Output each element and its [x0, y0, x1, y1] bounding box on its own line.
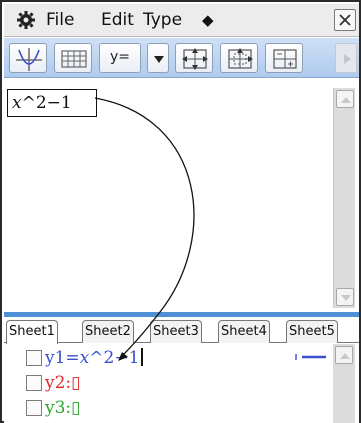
type-dropdown-button[interactable]: [147, 43, 169, 73]
zoom-box-button[interactable]: [175, 43, 213, 73]
diamond-menu-icon[interactable]: ◆: [202, 11, 214, 29]
function-y2-text[interactable]: y2:▯: [45, 372, 81, 394]
function-y3-prefix: y3:: [45, 398, 72, 418]
graph-window-button[interactable]: [9, 43, 47, 73]
graph-window-icon: [16, 48, 42, 71]
checkbox-y2[interactable]: [26, 375, 42, 391]
function-y2-prefix: y2:: [45, 373, 72, 393]
y-equals-label: y=: [109, 49, 130, 65]
menu-file[interactable]: File: [46, 10, 75, 30]
checkbox-y1[interactable]: [26, 350, 42, 366]
table-icon: [61, 50, 87, 68]
function-y1-rest: ^2−1: [89, 348, 140, 368]
menu-edit[interactable]: Edit: [101, 10, 134, 30]
menu-bar: File Edit Type ◆: [4, 4, 359, 37]
checkbox-y3[interactable]: [26, 400, 42, 416]
workspace-scrollbar[interactable]: [333, 88, 355, 308]
zoom-box-icon: [182, 48, 208, 70]
toolbar: y=: [4, 38, 359, 78]
scroll-up-button[interactable]: [336, 90, 354, 108]
toolbar-scroll-right[interactable]: [335, 43, 357, 73]
chevron-right-icon: [344, 54, 351, 64]
function-list-scroll-up[interactable]: [335, 346, 353, 364]
function-row-y3[interactable]: y3:▯: [4, 396, 334, 420]
y-equals-button[interactable]: y=: [99, 43, 141, 73]
text-cursor: [141, 348, 144, 366]
function-row-y2[interactable]: y2:▯: [4, 371, 334, 395]
scroll-down-button[interactable]: [336, 288, 354, 306]
table-button[interactable]: [54, 43, 92, 73]
function-list-scrollbar[interactable]: [333, 344, 355, 423]
function-y3-empty: ▯: [71, 398, 81, 418]
function-y1-text[interactable]: y1=x^2−1: [45, 347, 144, 369]
chevron-up-icon: [341, 97, 351, 103]
chevron-up-icon: [340, 353, 350, 359]
expression-rest: ^2−1: [21, 93, 72, 113]
tab-sheet1[interactable]: Sheet1: [6, 320, 58, 344]
function-y1-prefix: y1=: [45, 348, 80, 368]
function-y1-variable: x: [79, 348, 90, 368]
expression-variable: x: [12, 93, 22, 113]
function-list: y1=x^2−1 y2:▯ y3:▯: [4, 344, 359, 423]
graph-table-split-icon: [273, 49, 297, 69]
close-button[interactable]: [334, 9, 356, 31]
graph-workspace[interactable]: x^2−1: [4, 80, 359, 312]
dropdown-arrow-icon: [154, 56, 164, 63]
function-y2-empty: ▯: [71, 373, 81, 393]
gear-icon[interactable]: [16, 10, 36, 30]
function-row-y1[interactable]: y1=x^2−1: [4, 346, 334, 370]
chevron-down-icon: [341, 295, 351, 301]
tab-sheet2[interactable]: Sheet2: [82, 320, 134, 343]
line-style-icon[interactable]: [294, 352, 328, 362]
close-icon: [339, 14, 351, 26]
tab-sheet5[interactable]: Sheet5: [286, 320, 338, 343]
menu-type[interactable]: Type: [143, 10, 183, 30]
zoom-auto-button[interactable]: [220, 43, 258, 73]
tab-sheet4[interactable]: Sheet4: [218, 320, 270, 343]
function-y3-text[interactable]: y3:▯: [45, 397, 81, 419]
tab-sheet3[interactable]: Sheet3: [150, 320, 202, 343]
zoom-auto-icon: [228, 48, 253, 69]
sheet-tabs: Sheet1 Sheet2 Sheet3 Sheet4 Sheet5: [4, 317, 359, 344]
expression-box[interactable]: x^2−1: [7, 89, 97, 117]
graph-table-split-button[interactable]: [265, 43, 303, 73]
